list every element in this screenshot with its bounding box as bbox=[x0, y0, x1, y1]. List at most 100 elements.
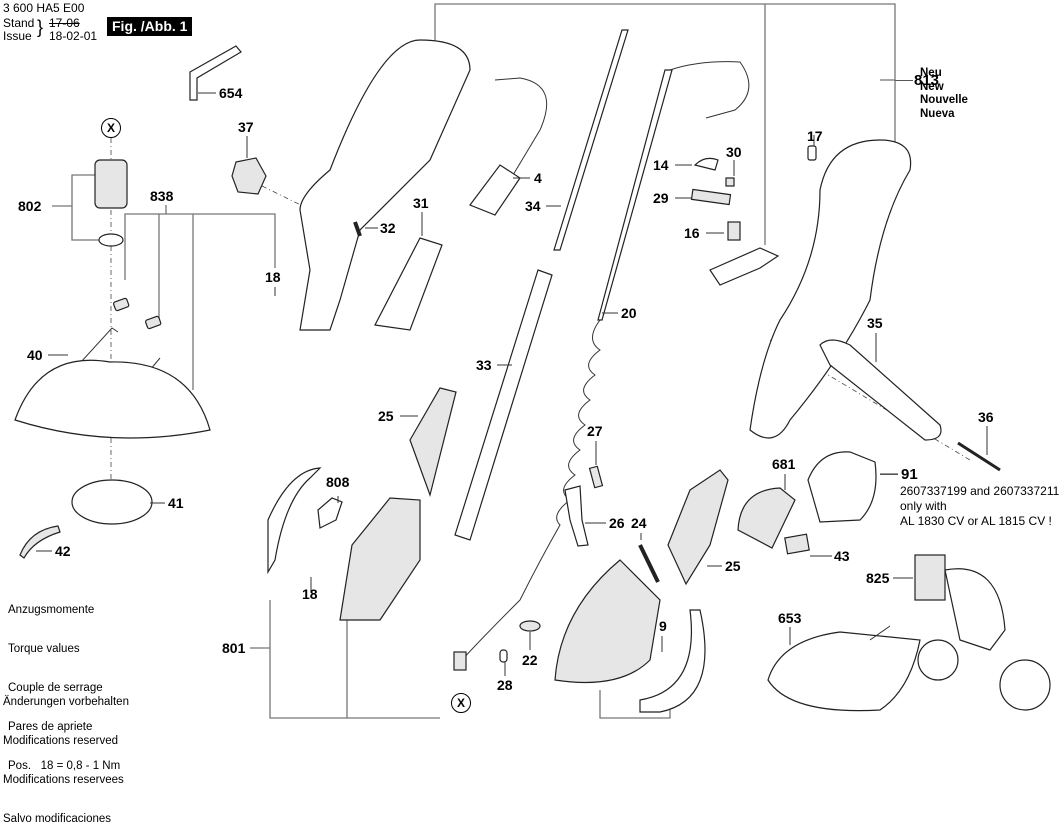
switch-shape bbox=[469, 164, 521, 216]
new-line-fr: Nouvelle bbox=[920, 94, 968, 106]
guide-shape bbox=[639, 609, 706, 713]
part-label-25-upper[interactable]: 25 bbox=[378, 408, 394, 424]
main-handle-shape bbox=[749, 139, 912, 439]
cable-clip-shape bbox=[519, 620, 541, 632]
part-label-808[interactable]: 808 bbox=[326, 474, 350, 490]
battery-shape bbox=[807, 451, 877, 523]
figure-label: Fig. /Abb. 1 bbox=[107, 17, 193, 36]
bracket-801 bbox=[269, 600, 440, 719]
switch-wire bbox=[494, 77, 548, 181]
old-date: 17-06 bbox=[49, 16, 80, 30]
connector-shape bbox=[453, 651, 467, 671]
part-label-40[interactable]: 40 bbox=[27, 347, 43, 363]
button-shape bbox=[693, 157, 719, 171]
new-line-es: Nueva bbox=[920, 107, 955, 120]
pinion-shape bbox=[98, 233, 124, 247]
wheel-left-shape bbox=[917, 639, 959, 681]
cable-rod-shape bbox=[597, 69, 673, 321]
blade-shape bbox=[19, 525, 61, 559]
part-label-28[interactable]: 28 bbox=[497, 677, 513, 693]
lever-shape bbox=[564, 485, 589, 547]
part-label-18-bottom[interactable]: 18 bbox=[302, 586, 318, 602]
battery-note: 2607337199 and 2607337211 only with AL 1… bbox=[900, 484, 1059, 529]
new-line-de: Neu bbox=[920, 67, 942, 79]
cable-top bbox=[669, 61, 750, 119]
battery-cap-shape bbox=[737, 487, 796, 549]
comp-spring-shape bbox=[727, 221, 741, 241]
wheel-arm-shape bbox=[944, 568, 1006, 651]
part-label-681[interactable]: 681 bbox=[772, 456, 796, 472]
leader-91-line bbox=[880, 474, 898, 475]
part-label-801[interactable]: 801 bbox=[222, 640, 246, 656]
part-label-654[interactable]: 654 bbox=[219, 85, 243, 101]
seal-shape bbox=[638, 544, 660, 583]
clip-shape-2 bbox=[145, 315, 162, 330]
pin-shape bbox=[353, 221, 362, 237]
part-label-32[interactable]: 32 bbox=[380, 220, 396, 236]
trimmer-head-shape bbox=[554, 559, 661, 684]
part-label-41[interactable]: 41 bbox=[168, 495, 184, 511]
part-label-43[interactable]: 43 bbox=[834, 548, 850, 564]
part-label-91[interactable]: 91 bbox=[901, 466, 918, 483]
part-label-802[interactable]: 802 bbox=[18, 198, 42, 214]
slider-shape bbox=[690, 188, 732, 206]
clip-shape-1 bbox=[113, 297, 130, 312]
part-label-18-top[interactable]: 18 bbox=[265, 269, 281, 285]
connector-marker-bottom: X bbox=[451, 693, 471, 713]
motor-shape bbox=[94, 159, 128, 209]
part-label-24[interactable]: 24 bbox=[631, 515, 647, 531]
part-label-653[interactable]: 653 bbox=[778, 610, 802, 626]
sleeve-shape bbox=[499, 649, 508, 663]
torque-line-de: Anzugsmomente bbox=[8, 604, 95, 616]
modifications-note: Änderungen vorbehalten Modifications res… bbox=[3, 670, 129, 839]
part-label-36[interactable]: 36 bbox=[978, 409, 994, 425]
exploded-view-drawing bbox=[14, 3, 1051, 719]
torx-key-shape bbox=[189, 45, 242, 101]
handle-half-shape bbox=[299, 39, 471, 331]
part-label-16[interactable]: 16 bbox=[684, 225, 700, 241]
connector-marker-top: X bbox=[101, 118, 121, 138]
clip-arc-shape bbox=[267, 467, 322, 575]
part-label-22[interactable]: 22 bbox=[522, 652, 538, 668]
modifications-line-en: Modifications reserved bbox=[3, 735, 119, 747]
part-label-30[interactable]: 30 bbox=[726, 144, 742, 160]
part-label-33[interactable]: 33 bbox=[476, 357, 492, 373]
part-label-9[interactable]: 9 bbox=[659, 618, 667, 634]
part-label-29[interactable]: 29 bbox=[653, 190, 669, 206]
leader-813 bbox=[895, 80, 913, 81]
bracket-838 bbox=[124, 213, 276, 280]
latch-shape bbox=[709, 247, 780, 286]
guard-shape bbox=[14, 359, 211, 439]
motor-housing-shape bbox=[339, 497, 421, 621]
bracket-802 bbox=[71, 174, 100, 241]
part-label-35[interactable]: 35 bbox=[867, 315, 883, 331]
cover-lower-shape bbox=[667, 469, 729, 586]
cover-upper-shape bbox=[409, 387, 457, 498]
doc-number: 3 600 HA5 E00 bbox=[3, 1, 85, 15]
spring-shape bbox=[588, 465, 604, 489]
wheel-right-shape bbox=[999, 659, 1051, 711]
battery-line-2: only with bbox=[900, 499, 947, 513]
part-label-17[interactable]: 17 bbox=[807, 128, 823, 144]
new-line-en: New bbox=[920, 80, 944, 93]
part-label-42[interactable]: 42 bbox=[55, 543, 71, 559]
part-label-26[interactable]: 26 bbox=[609, 515, 625, 531]
part-label-813[interactable]: 813 bbox=[914, 72, 940, 89]
new-part-note: Neu New Nouvelle Nueva bbox=[920, 67, 968, 121]
wheel-bracket-shape bbox=[914, 554, 946, 601]
part-label-31[interactable]: 31 bbox=[413, 195, 429, 211]
part-label-14[interactable]: 14 bbox=[653, 157, 669, 173]
part-label-838[interactable]: 838 bbox=[150, 188, 174, 204]
part-label-37[interactable]: 37 bbox=[238, 119, 254, 135]
part-label-825[interactable]: 825 bbox=[866, 570, 890, 586]
stand-label: Stand bbox=[3, 16, 35, 30]
issue-label: Issue bbox=[3, 29, 32, 43]
knob-shape bbox=[231, 157, 267, 195]
part-label-25-lower[interactable]: 25 bbox=[725, 558, 741, 574]
clip-17-shape bbox=[807, 145, 817, 161]
battery-line-1: 2607337199 and 2607337211 bbox=[900, 484, 1060, 498]
part-label-34[interactable]: 34 bbox=[525, 198, 541, 214]
part-label-4[interactable]: 4 bbox=[534, 170, 542, 186]
part-label-20[interactable]: 20 bbox=[621, 305, 637, 321]
part-label-27[interactable]: 27 bbox=[587, 423, 603, 439]
